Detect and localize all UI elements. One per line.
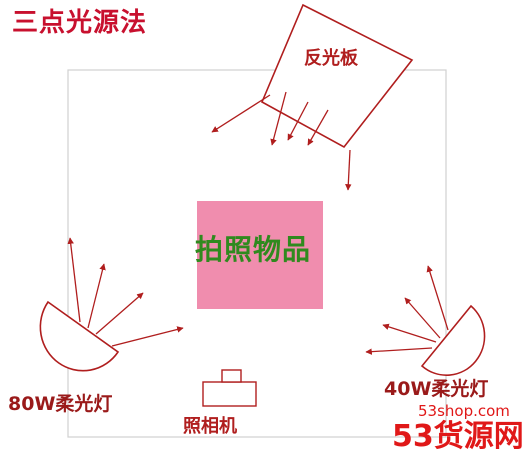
reflector-arrows (211, 91, 352, 191)
camera-label: 照相机 (183, 416, 237, 437)
left-light-arrow (87, 263, 106, 329)
watermark-url: 53shop.com (418, 402, 510, 420)
right-light-arrow (365, 347, 433, 355)
subject-label: 拍照物品 (195, 233, 312, 266)
right-softbox-light (420, 304, 486, 376)
reflector-arrow (345, 149, 352, 191)
left-light-arrow (95, 292, 144, 335)
reflector-arrow (270, 91, 287, 146)
reflector-arrow (287, 101, 309, 141)
studio-frame (67, 69, 447, 438)
right-light-arrow (426, 265, 449, 331)
left-softbox-light (39, 300, 120, 372)
camera-body (202, 381, 257, 407)
camera-lens (221, 369, 242, 383)
reflector-arrow (307, 109, 329, 146)
subject-box (197, 201, 323, 309)
right-light-arrow (404, 297, 441, 339)
left-light-arrows (67, 237, 184, 347)
left-light-arrow (111, 326, 184, 347)
reflector-arrow (211, 94, 271, 133)
diagram-title: 三点光源法 (12, 8, 148, 38)
watermark-brand: 53货源网 (392, 419, 524, 454)
right-light-label: 40W柔光灯 (384, 378, 489, 400)
camera (202, 369, 257, 407)
right-light-arrow (382, 323, 437, 343)
reflector-label: 反光板 (304, 48, 358, 69)
reflector-board (260, 3, 414, 149)
left-light-arrow (67, 237, 81, 323)
right-light-arrows (365, 265, 449, 355)
left-light-label: 80W柔光灯 (8, 393, 113, 415)
